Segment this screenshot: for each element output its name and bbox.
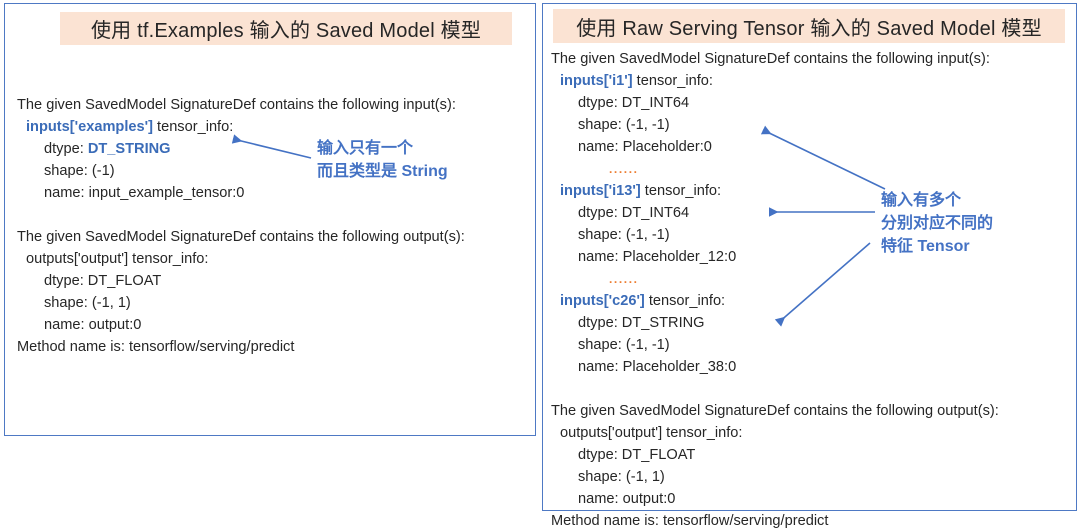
code-line: name: Placeholder_12:0 (578, 249, 737, 265)
code-line: The given SavedModel SignatureDef contai… (551, 403, 999, 419)
code-line: name: input_example_tensor:0 (44, 185, 245, 201)
left-panel-title: 使用 tf.Examples 输入的 Saved Model 模型 (90, 20, 482, 42)
left-panel: 使用 tf.Examples 输入的 Saved Model 模型 The gi… (4, 3, 536, 436)
input-key-name: inputs['i1'] (560, 73, 633, 89)
input-key-name: inputs['i13'] (560, 183, 641, 199)
right-panel-title-band: 使用 Raw Serving Tensor 输入的 Saved Model 模型 (553, 9, 1065, 43)
code-line: shape: (-1, 1) (578, 469, 665, 485)
code-line: dtype: DT_STRING (578, 315, 705, 331)
code-line: name: Placeholder_38:0 (578, 359, 737, 375)
input-key-name: inputs['examples'] (26, 119, 153, 135)
code-line: dtype: DT_INT64 (578, 205, 690, 221)
left-panel-annotation: 输入只有一个而且类型是 String (317, 137, 448, 183)
code-line: shape: (-1) (44, 163, 115, 179)
code-text: dtype: (44, 141, 88, 157)
annotation-line-1: 输入有多个 (881, 192, 962, 209)
code-line: shape: (-1, 1) (44, 295, 131, 311)
dtype-value: DT_STRING (87, 141, 171, 157)
code-line: inputs['c26'] tensor_info: (551, 290, 999, 312)
right-panel-title: 使用 Raw Serving Tensor 输入的 Saved Model 模型 (576, 17, 1042, 40)
input-key-name: inputs['c26'] (560, 293, 645, 309)
code-line: dtype: DT_FLOAT (44, 273, 162, 289)
code-line: shape: (-1, -1) (578, 337, 670, 353)
code-line: ...... (551, 268, 999, 290)
code-text: tensor_info: (632, 73, 713, 89)
code-blank-line (551, 378, 999, 400)
code-line: The given SavedModel SignatureDef contai… (17, 97, 456, 113)
right-panel: 使用 Raw Serving Tensor 输入的 Saved Model 模型… (542, 3, 1077, 529)
code-line: ...... (551, 158, 999, 180)
code-line: The given SavedModel SignatureDef contai… (17, 229, 465, 245)
code-line: inputs['i13'] tensor_info: (551, 180, 999, 202)
code-text: tensor_info: (644, 293, 726, 309)
code-line: The given SavedModel SignatureDef contai… (551, 51, 990, 67)
code-line: inputs['examples'] tensor_info: (17, 116, 465, 138)
code-line: Method name is: tensorflow/serving/predi… (551, 513, 829, 529)
code-line: name: output:0 (44, 317, 142, 333)
code-line: outputs['output'] tensor_info: (560, 425, 743, 441)
annotation-line-3: 特征 Tensor (881, 238, 970, 255)
code-line: outputs['output'] tensor_info: (26, 251, 209, 267)
code-line: shape: (-1, -1) (578, 227, 670, 243)
left-panel-signature-text: The given SavedModel SignatureDef contai… (17, 94, 465, 358)
code-line: name: Placeholder:0 (578, 139, 712, 155)
code-line: dtype: DT_STRING (17, 138, 465, 160)
annotation-line-1: 输入只有一个 (317, 140, 414, 157)
code-text: tensor_info: (640, 183, 722, 199)
left-panel-title-band: 使用 tf.Examples 输入的 Saved Model 模型 (60, 12, 512, 45)
annotation-line-2: 而且类型是 String (317, 163, 448, 180)
code-line: dtype: DT_INT64 (578, 95, 690, 111)
code-line: Method name is: tensorflow/serving/predi… (17, 339, 295, 355)
code-line: name: output:0 (578, 491, 676, 507)
code-line: dtype: DT_FLOAT (578, 447, 696, 463)
code-blank-line (17, 204, 465, 226)
ellipsis-marker: ...... (609, 272, 639, 286)
code-line: shape: (-1, -1) (578, 117, 670, 133)
right-panel-annotation: 输入有多个分别对应不同的特征 Tensor (881, 189, 993, 258)
code-line: inputs['i1'] tensor_info: (551, 70, 999, 92)
code-text: tensor_info: (152, 119, 234, 135)
right-panel-signature-text: The given SavedModel SignatureDef contai… (551, 48, 999, 532)
annotation-line-2: 分别对应不同的 (881, 215, 994, 232)
ellipsis-marker: ...... (609, 162, 639, 176)
